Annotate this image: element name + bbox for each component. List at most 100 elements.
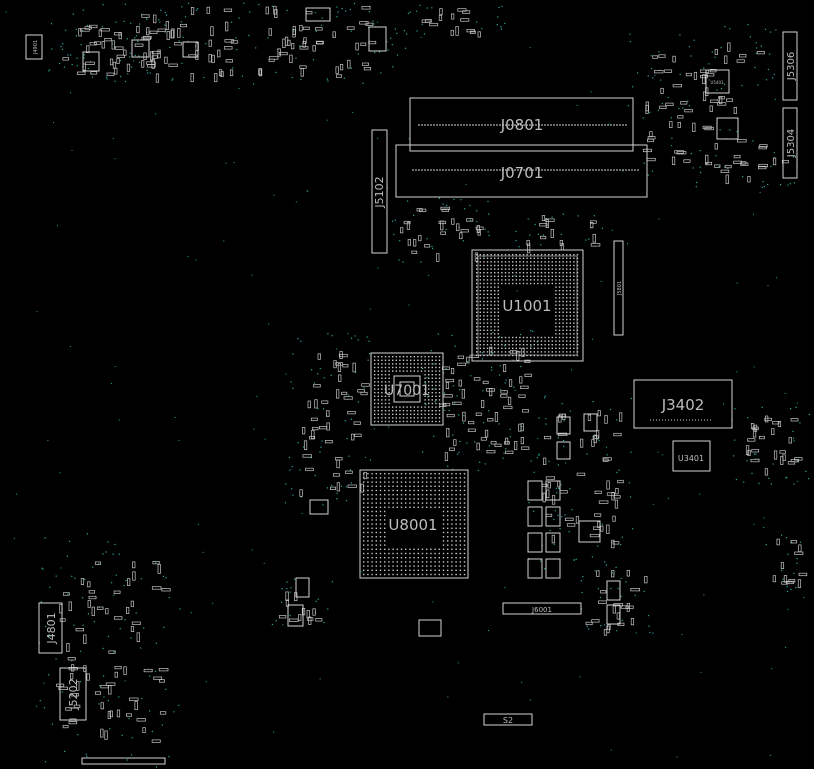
component-pad [649,131,653,138]
chip-bottom-mid[interactable] [418,619,442,637]
chip-right-small[interactable] [716,117,739,140]
bga-ball [526,344,528,346]
bga-ball [459,527,461,529]
bga-ball [421,552,424,555]
connector-j4901[interactable] [25,34,43,60]
bga-ball [537,344,539,346]
connector-j3402[interactable] [633,379,733,429]
via [60,45,62,48]
chip-u7001[interactable] [370,352,444,426]
bga-ball [374,381,376,383]
component-pad [617,479,624,484]
bga-ball [388,395,390,397]
via [76,65,78,67]
bga-ball [447,502,449,504]
bga-ball [396,506,398,508]
via [87,67,89,69]
bga-ball [396,573,398,576]
chip-center-small[interactable] [578,520,601,543]
bga-ball [379,473,382,475]
via [326,78,328,80]
component-pad [591,439,595,447]
component-pad [305,467,314,472]
bga-ball [459,548,461,550]
switch-s2[interactable] [483,713,533,726]
chip-top-left-b[interactable] [182,41,199,58]
bga-ball [537,272,539,274]
connector-j0801[interactable] [409,97,634,152]
connector-j5202[interactable] [59,667,87,721]
component-pad [451,13,455,20]
bga-ball [392,502,394,504]
bga-ball [459,561,461,563]
via [164,24,166,26]
bga-ball [566,333,568,335]
component-pad [141,60,145,68]
connector-j4801[interactable] [38,602,63,654]
via [616,471,618,474]
bga-ball [417,417,419,419]
bga-ball [409,506,411,508]
bga-ball [490,347,492,349]
via [80,44,82,46]
via [352,111,354,113]
bga-ball [409,477,411,479]
bga-ball [486,282,489,285]
bga-ball [463,502,466,504]
component-pad [66,643,70,652]
via [628,482,630,484]
bga-ball [435,417,437,419]
bga-ball [388,374,390,376]
component-pad [268,58,275,63]
via [453,198,455,200]
chip-u5401[interactable] [705,69,730,94]
bga-ball [566,272,568,274]
bga-ball [371,515,373,517]
bga-ball [435,402,437,405]
component-pad [674,150,684,154]
bga-ball [476,333,478,335]
connector-bottom-edge[interactable] [81,757,166,765]
connector-j6001[interactable] [502,602,582,615]
via [679,73,681,75]
bga-ball [515,268,517,270]
bga-ball [490,272,492,274]
bga-ball [463,540,466,542]
component-pad [411,250,418,254]
component-pad [310,417,318,421]
chip-top-mid-b[interactable] [368,26,387,52]
connector-j5304[interactable] [782,107,798,179]
bga-ball [399,417,401,419]
component-pad [446,413,455,418]
bga-ball [442,544,445,546]
via [651,170,653,172]
bga-ball [396,565,398,567]
bga-ball [551,275,553,277]
bga-ball [428,417,430,419]
chip-u3401[interactable] [672,440,711,472]
connector-j5306[interactable] [782,31,798,101]
connector-j0701[interactable] [395,144,648,198]
bga-ball [363,481,365,483]
bga-ball [569,286,571,288]
component-pad [441,208,449,212]
via [132,60,134,62]
chip-top-mid[interactable] [305,7,331,22]
bga-ball [544,261,546,263]
connector-j5801[interactable] [613,240,624,336]
component-pad [452,401,462,405]
via [376,21,378,23]
connector-j5102[interactable] [371,129,388,254]
bga-ball [463,544,466,546]
bga-ball [405,489,407,492]
bga-ball [392,485,394,487]
via [36,705,38,707]
via [499,365,501,367]
chip-u8001[interactable] [359,469,469,579]
bga-ball [384,498,386,500]
chip-top-left-a[interactable] [131,39,150,58]
component-pad [443,402,451,407]
bga-ball [483,347,485,349]
component-pad [159,711,167,715]
via [610,587,612,590]
